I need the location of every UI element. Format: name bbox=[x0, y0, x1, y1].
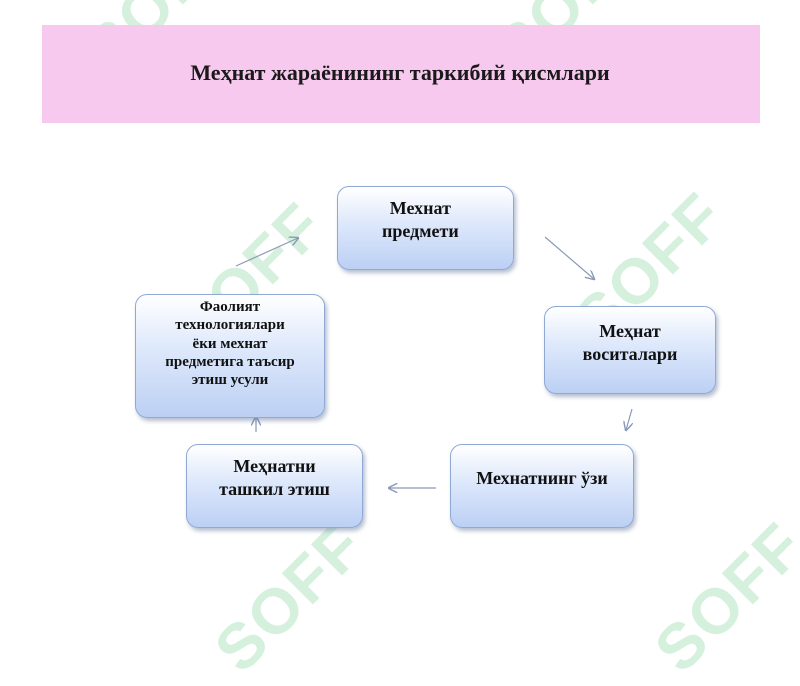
arrow-technology-to-subject bbox=[235, 238, 298, 267]
diagram-title: Меҳнат жараёнининг таркибий қисмлари bbox=[190, 60, 610, 85]
arrow-subject-to-means bbox=[544, 236, 594, 279]
node-labor-itself: Мехнатнинг ўзи bbox=[450, 444, 634, 528]
node-label: Меҳнатни ташкил этиш bbox=[219, 456, 330, 499]
node-labor-organization: Меҳнатни ташкил этиш bbox=[186, 444, 363, 528]
node-label: Мехнат предмети bbox=[382, 198, 459, 241]
title-banner bbox=[42, 25, 760, 123]
connector-layer bbox=[235, 0, 800, 600]
node-technology: Фаолият технологиялари ёки мехнат предме… bbox=[135, 294, 325, 418]
node-label: Мехнатнинг ўзи bbox=[476, 468, 608, 488]
node-label: Меҳнат воситалари bbox=[582, 321, 678, 364]
node-label: Фаолият технологиялари ёки мехнат предме… bbox=[165, 299, 295, 389]
node-labor-means: Меҳнат воситалари bbox=[544, 306, 716, 394]
node-labor-subject: Мехнат предмети bbox=[337, 186, 514, 270]
arrow-means-to-labor bbox=[626, 408, 632, 430]
